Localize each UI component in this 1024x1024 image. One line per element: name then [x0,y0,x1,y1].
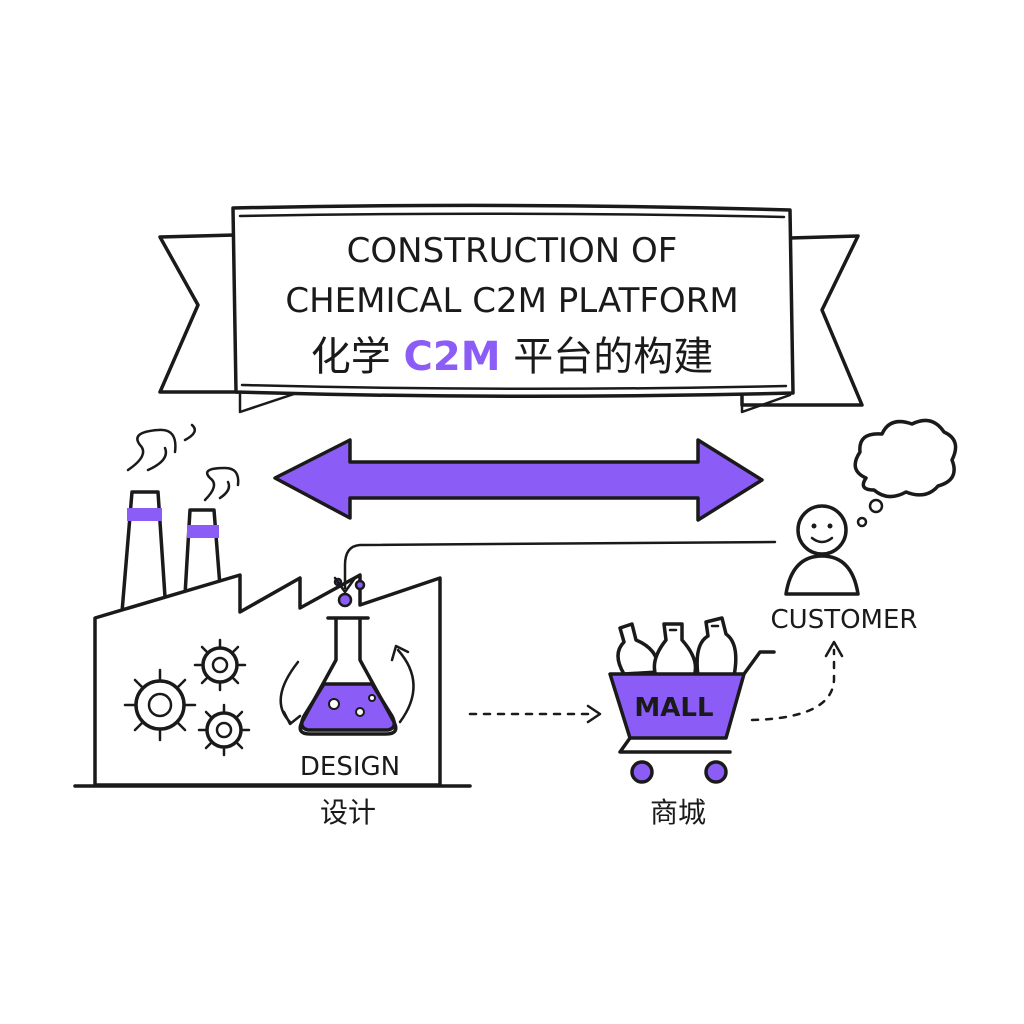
banner-title-line2: CHEMICAL C2M PLATFORM [285,281,738,321]
dotted-arrow-icon [750,640,844,722]
thought-bubble-icon [853,418,958,528]
mall-cn-label: 商城 [650,796,706,829]
double-arrow-icon [273,438,764,522]
design-cn-label: 设计 [320,796,376,829]
shopping-cart-icon: MALL [608,616,776,784]
gear-icon [123,668,197,742]
gear-icon [197,703,251,757]
person-icon [784,504,860,596]
banner-title-line3: 化学 C2M 平台的构建 [311,334,713,380]
banner-title-line1: CONSTRUCTION OF [347,231,678,271]
design-label: DESIGN [300,752,400,782]
banner-title-line3-suffix: 平台的构建 [501,334,714,380]
feedback-arrow-icon [333,540,777,594]
title-banner: CONSTRUCTION OF CHEMICAL C2M PLATFORM 化学… [158,203,864,414]
factory-icon: DESIGN [73,423,472,788]
mall-cart-label: MALL [634,693,713,723]
smoke-icon [126,423,197,472]
banner-title-c2m-highlight: C2M [404,334,501,380]
customer-label: CUSTOMER [771,605,918,635]
banner-title-line3-prefix: 化学 [311,334,404,380]
gear-icon [193,638,247,692]
dotted-arrow-icon [468,704,602,724]
flask-icon [279,577,415,736]
